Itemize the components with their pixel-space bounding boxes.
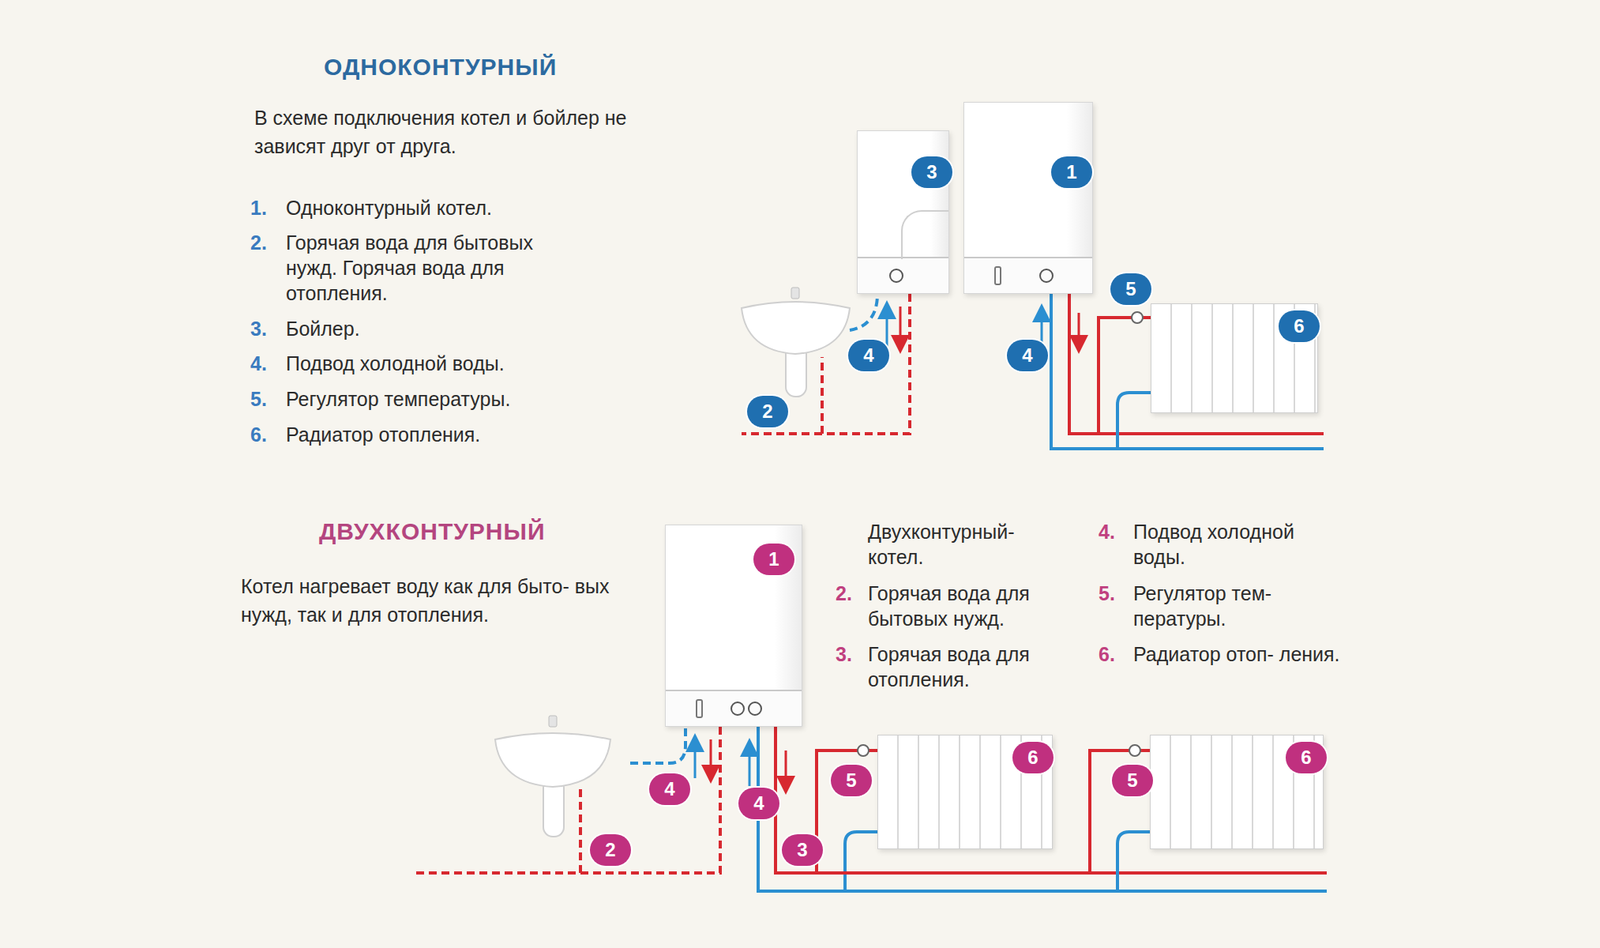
boiler: 1 xyxy=(664,524,803,727)
list-number: 4. xyxy=(1098,518,1116,545)
supply-pipe xyxy=(775,726,1150,873)
list-number: 2. xyxy=(250,229,267,256)
pipes-bottom xyxy=(416,726,1327,891)
callout-number: 5 xyxy=(1110,273,1152,305)
control-knob xyxy=(889,268,904,283)
section-title: ДВУХКОНТУРНЫЙ xyxy=(319,518,545,545)
cold-water-pipe xyxy=(849,293,878,331)
list-number: 4. xyxy=(250,350,267,376)
casing-step xyxy=(901,210,949,260)
valve xyxy=(1129,744,1141,756)
callout-number: 4 xyxy=(1006,339,1048,372)
callout-number: 1 xyxy=(1051,156,1093,188)
supply-pipe xyxy=(1069,431,1324,436)
return-branch xyxy=(1117,392,1154,449)
flow-arrow xyxy=(899,306,902,345)
flow-arrow xyxy=(709,739,713,774)
return-pipe xyxy=(1051,293,1324,449)
list-number: 6. xyxy=(1098,641,1116,667)
faucet xyxy=(791,287,800,299)
description: Котел нагревает воду как для быто- вых н… xyxy=(240,571,636,629)
list-item: Радиатор отоп- ления. xyxy=(1133,641,1341,667)
return-branch xyxy=(1117,831,1153,891)
valve xyxy=(1131,311,1143,324)
control-knob xyxy=(1039,268,1054,283)
callout-number: 2 xyxy=(589,833,631,866)
list-number: 1. xyxy=(250,195,267,221)
callout-number: 2 xyxy=(747,395,789,428)
list-number: 5. xyxy=(250,386,267,412)
display-slot xyxy=(994,266,1002,286)
flow-arrow xyxy=(694,742,697,778)
control-knob xyxy=(747,701,763,716)
hot-water-pipe xyxy=(416,726,721,873)
faucet xyxy=(548,715,557,727)
flow-arrow xyxy=(886,309,889,348)
list-number: 6. xyxy=(250,421,267,447)
callout-number: 6 xyxy=(1278,310,1320,342)
supply-pipe xyxy=(775,726,1327,873)
list-item: Регулятор температуры. xyxy=(285,386,586,412)
callout-number: 3 xyxy=(781,833,823,866)
callout-number: 6 xyxy=(1285,741,1327,774)
display-slot xyxy=(695,698,703,718)
list-number: 3. xyxy=(835,641,853,667)
hot-water-pipe xyxy=(741,293,910,434)
section-title: ОДНОКОНТУРНЫЙ xyxy=(323,53,557,81)
list-item: Регулятор тем- пературы. xyxy=(1133,580,1341,631)
list-item: Двухконтурный- котел. xyxy=(867,518,1075,570)
control-knob xyxy=(730,701,745,716)
control-panel xyxy=(964,256,1093,293)
hot-water-pipe xyxy=(578,788,583,873)
return-branch xyxy=(845,831,880,891)
supply-pipe xyxy=(775,726,878,873)
pipes-top xyxy=(741,293,1324,449)
supply-pipe xyxy=(1069,293,1151,434)
list-item: Горячая вода для отопления. xyxy=(867,641,1075,692)
flow-arrow xyxy=(748,747,752,786)
radiator: 6 xyxy=(1149,734,1324,849)
list-number: 5. xyxy=(1098,580,1116,606)
list-item: Подвод холодной воды. xyxy=(1133,518,1341,570)
list-item: Радиатор отопления. xyxy=(285,421,586,447)
sink-bottom xyxy=(495,715,611,837)
cold-water-pipe xyxy=(630,726,686,763)
sink-top xyxy=(741,287,850,397)
callout-number: 1 xyxy=(753,543,795,575)
list-item: Горячая вода для бытовых нужд. Горячая в… xyxy=(285,229,586,306)
callout-number: 4 xyxy=(649,773,691,805)
list-number: 3. xyxy=(250,315,267,342)
control-panel xyxy=(665,689,802,726)
water-heater: 3 xyxy=(856,130,950,294)
callout-number: 3 xyxy=(911,156,953,188)
sink-basin xyxy=(741,301,850,354)
callout-number: 4 xyxy=(848,339,890,372)
radiator: 6 xyxy=(1150,303,1319,414)
description: В схеме подключения котел и бойлер не за… xyxy=(254,103,681,161)
callout-number: 6 xyxy=(1012,741,1054,774)
return-pipe xyxy=(758,726,1327,891)
callout-number: 5 xyxy=(1111,764,1154,797)
callout-number: 4 xyxy=(738,787,780,819)
sink-basin xyxy=(495,732,611,787)
list-number: 2. xyxy=(835,580,853,606)
list-item: Горячая вода для бытовых нужд. xyxy=(867,580,1075,631)
flow-arrow xyxy=(1077,312,1081,345)
flow-arrow xyxy=(784,750,788,785)
list-item: Бойлер. xyxy=(285,315,586,342)
hot-water-pipe xyxy=(820,356,824,434)
boiler: 1 xyxy=(963,101,1093,294)
control-panel xyxy=(857,256,949,293)
radiator: 6 xyxy=(877,734,1053,849)
list-item: Одноконтурный котел. xyxy=(285,195,586,221)
valve xyxy=(857,744,869,756)
list-item: Подвод холодной воды. xyxy=(285,350,586,376)
callout-number: 5 xyxy=(830,764,872,797)
